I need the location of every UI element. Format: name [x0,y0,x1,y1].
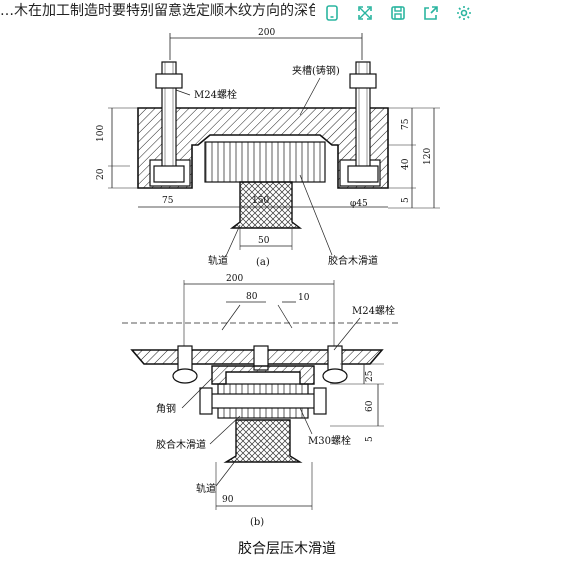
dim-a-5: 5 [401,197,411,203]
label-b-m24-bolt: M24螺栓 [352,304,395,317]
dim-a-20: 20 [96,168,106,180]
dim-b-80: 80 [246,292,258,302]
figure-b: 200 80 10 M24螺栓 角钢 胶合木滑道 M30螺栓 [122,274,400,528]
phone-view-button[interactable] [319,0,345,26]
settings-button[interactable] [451,0,477,26]
m30-bolt [201,393,325,409]
label-a-slide: 胶合木滑道 [328,254,378,267]
dim-b-90: 90 [222,495,234,505]
rail-b [223,419,303,463]
dim-b-200: 200 [226,274,243,284]
label-b-angle-steel: 角钢 [156,402,176,415]
image-toolbar [315,0,481,26]
label-a-sub: (a) [256,257,270,268]
article-text-fragment: …木在加工制造时要特别留意选定顺木纹方向的深色… [0,3,336,19]
bolt-right-a [347,61,379,183]
save-button[interactable] [385,0,411,26]
angle-steel-b [211,365,315,385]
dim-a-120: 120 [423,148,433,165]
label-a-rail: 轨道 [208,254,228,267]
dim-b-60: 60 [365,400,375,412]
dim-a-150: 150 [252,196,269,206]
save-icon [391,6,405,20]
dim-b-5: 5 [365,436,375,442]
slide-rail-diagram: 200 M24螺栓 夹槽(铸钢) [96,28,440,528]
dim-a-phi45: φ45 [350,199,368,209]
bolt-left-a [153,61,185,183]
share-icon [424,6,438,20]
figure-caption: 胶合层压木滑道 [238,541,336,557]
expand-icon [358,6,372,20]
label-a-clamp: 夹槽(铸钢) [292,64,340,77]
settings-icon [457,6,471,20]
dim-a-75-bottom: 75 [162,196,174,206]
figure-a: 200 M24螺栓 夹槽(铸钢) [96,28,440,268]
dim-b-25: 25 [365,370,375,382]
dim-a-50: 50 [258,236,270,246]
rail-a [229,181,303,229]
label-a-m24-bolt: M24螺栓 [194,88,237,101]
dim-a-100: 100 [96,125,106,142]
label-b-sub: (b) [250,517,264,528]
label-b-rail: 轨道 [196,482,216,495]
glulam-slide-a [204,141,326,183]
dim-a-40: 40 [401,158,411,170]
label-b-slide: 胶合木滑道 [156,438,206,451]
label-b-m30-bolt: M30螺栓 [308,434,351,447]
expand-button[interactable] [352,0,378,26]
phone-icon [326,5,338,21]
dim-a-75: 75 [401,118,411,130]
share-button[interactable] [418,0,444,26]
dim-a-200: 200 [258,28,275,38]
dim-b-10: 10 [298,293,310,303]
